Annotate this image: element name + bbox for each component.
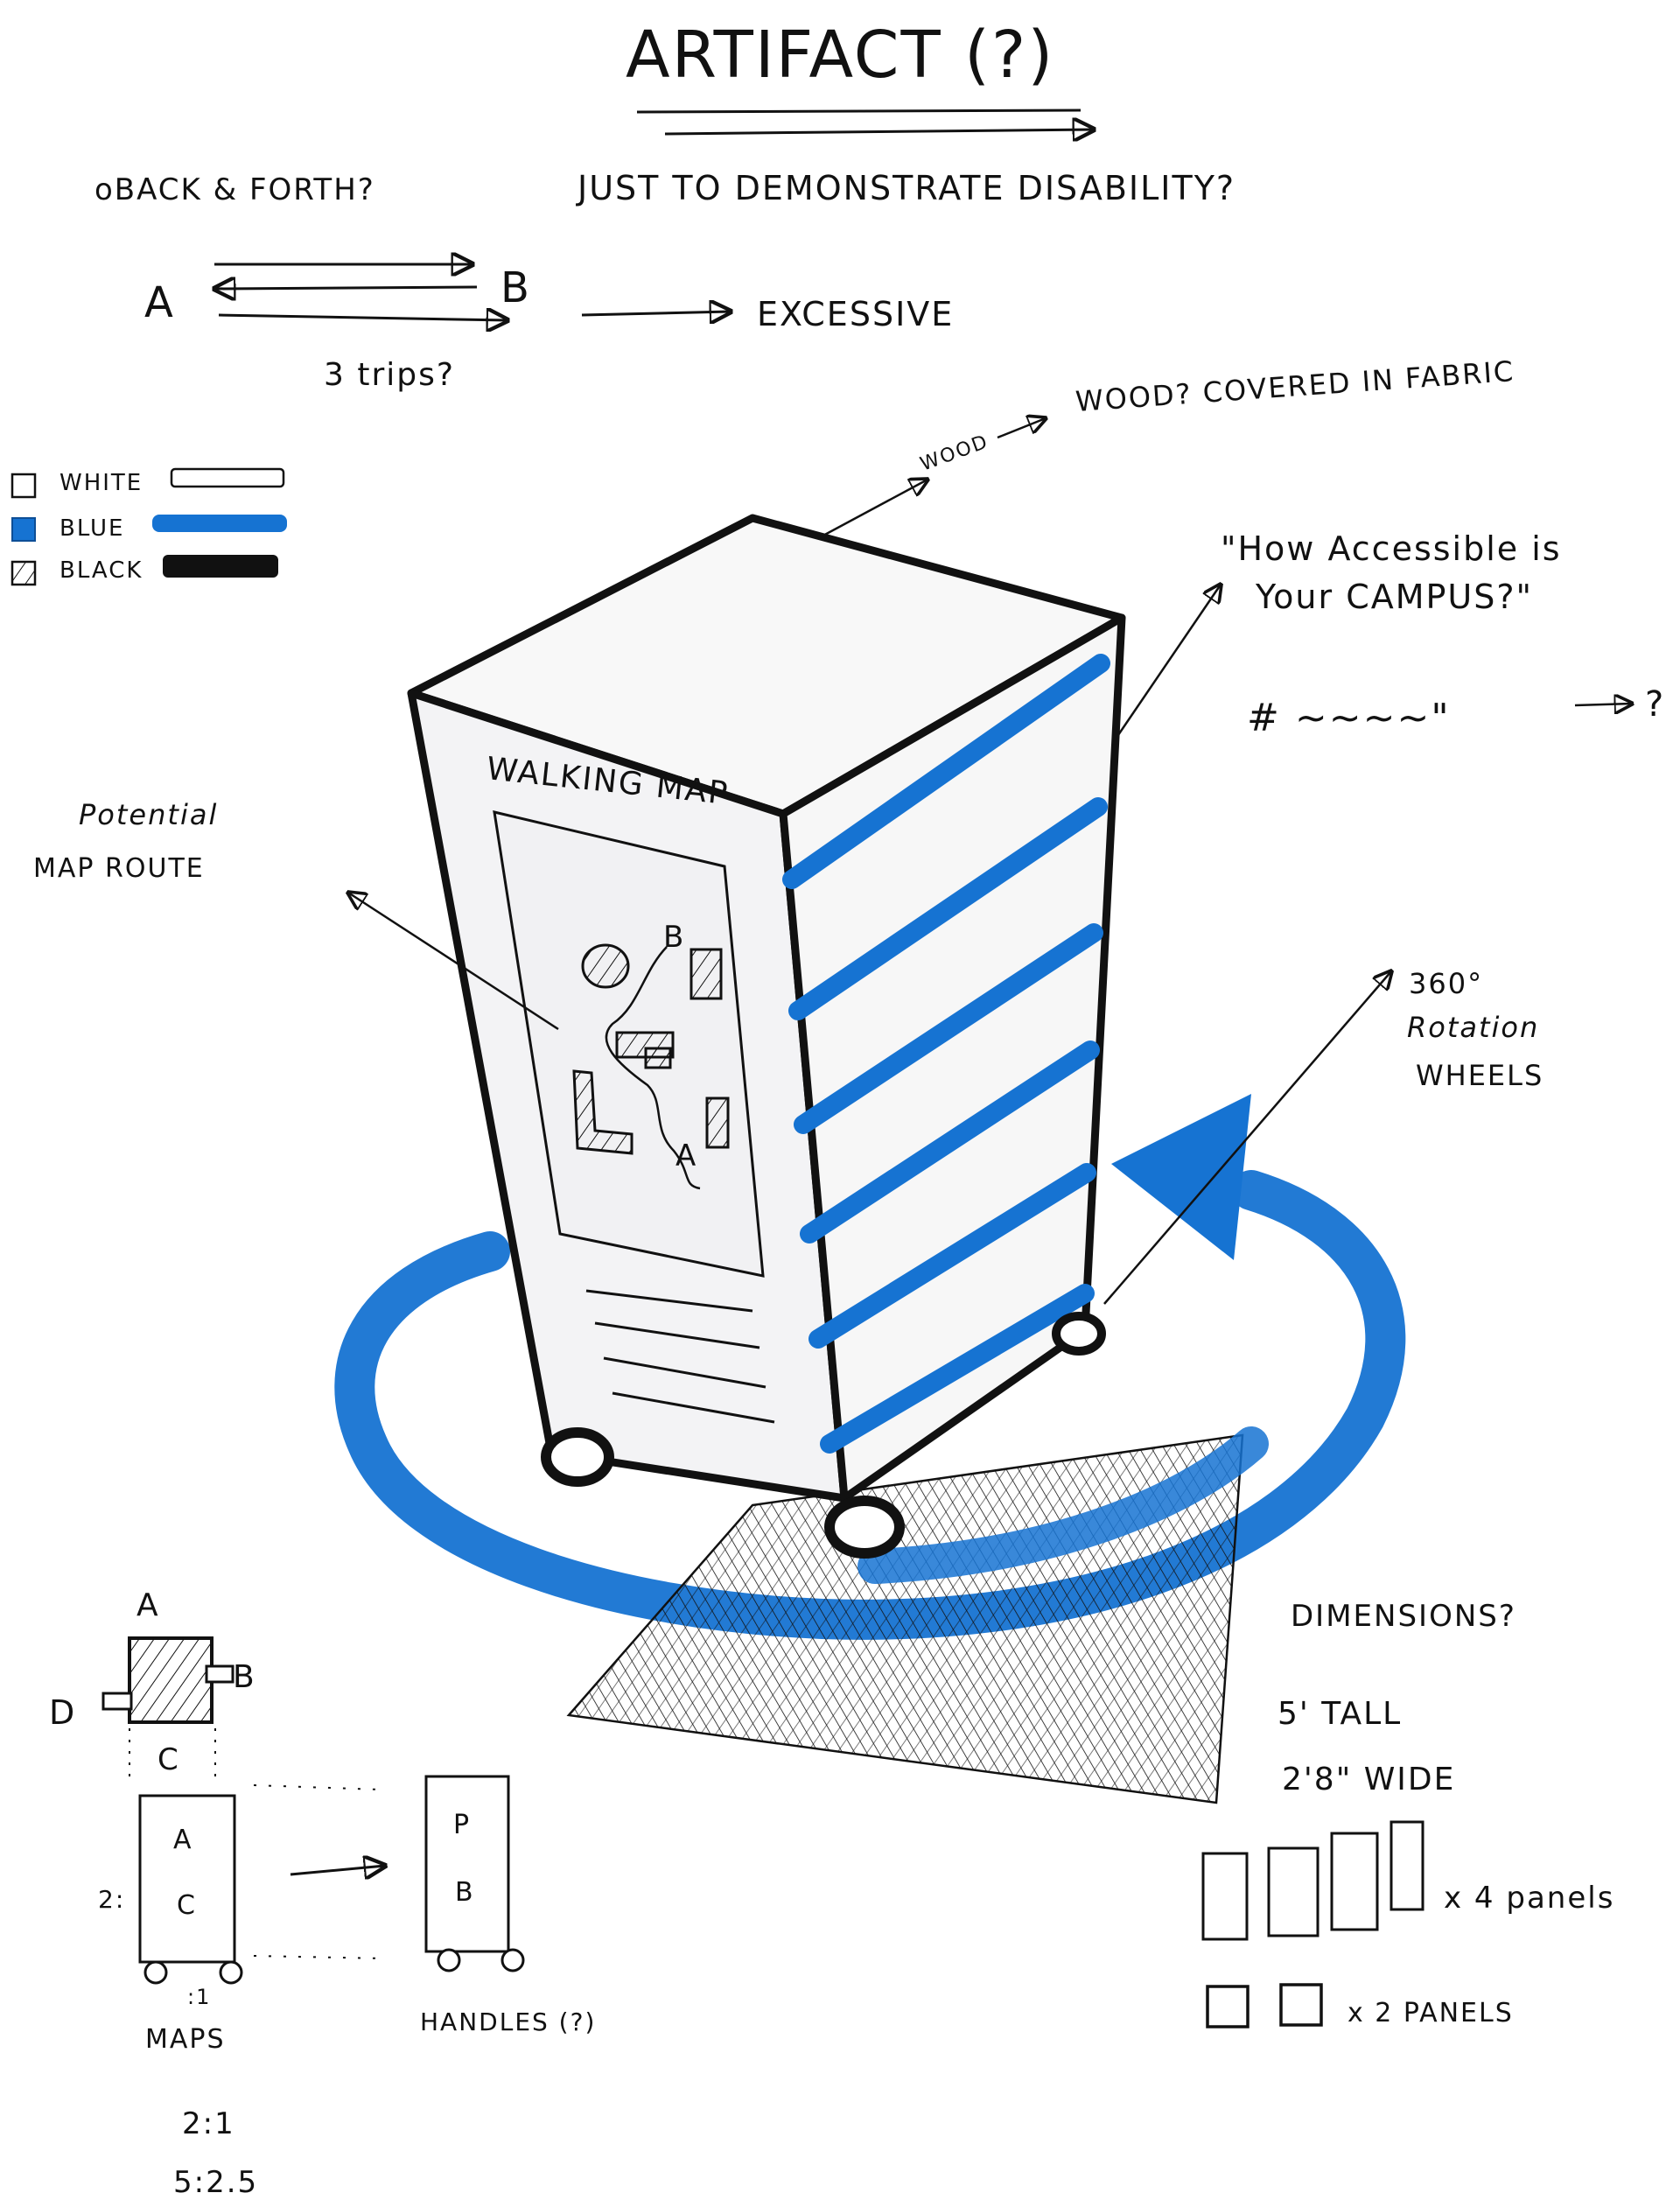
- note-trips: 3 trips?: [324, 357, 455, 393]
- dimensions-wide: 2'8" WIDE: [1282, 1762, 1455, 1797]
- plan-ratio-2: 5:2.5: [173, 2165, 258, 2200]
- color-legend: WHITE BLUE BLACK: [10, 467, 287, 586]
- plan-box-handles-wheel-left: [437, 1948, 461, 1972]
- hashtag-end: ?: [1645, 684, 1665, 725]
- plan-ratio-side: 2:: [98, 1885, 125, 1914]
- plan-ratio-1: 2:1: [182, 2106, 235, 2141]
- trip-arrow-3: [218, 315, 508, 320]
- wheel-back-right: [1052, 1312, 1106, 1356]
- plan-box-handles-wheel-right: [500, 1948, 525, 1972]
- plan-box-maps-wheel-left: [144, 1960, 168, 1985]
- note-wood-fabric: WOOD? COVERED IN FABRIC: [1074, 354, 1516, 418]
- legend-blue-swatch: [11, 517, 36, 542]
- plan-box-maps-bottom: C: [177, 1890, 197, 1921]
- legend-black-stroke: [163, 555, 278, 578]
- legend-blue-stroke: [152, 515, 287, 532]
- note-demonstrate: JUST TO DEMONSTRATE DISABILITY?: [576, 169, 1236, 207]
- hashtag: # ~~~~": [1247, 696, 1451, 740]
- dimensions-block: DIMENSIONS? 5' TALL 2'8" WIDE x 4 panels…: [1201, 1599, 1614, 2028]
- wood-arrow-2: [997, 418, 1046, 439]
- legend-white-label: WHITE: [60, 470, 143, 496]
- plan-box-handles-top: P: [453, 1810, 471, 1840]
- label-wood: WOOD: [918, 431, 992, 475]
- panel-4: [1390, 1820, 1424, 1911]
- title-underline: [636, 109, 1082, 114]
- wheels-label-line-3: WHEELS: [1416, 1059, 1544, 1092]
- plan-guide-3: [253, 1784, 382, 1790]
- note-back-forth: oBACK & FORTH?: [94, 172, 375, 207]
- map-building-small: [644, 1047, 672, 1069]
- plan-maps-label: MAPS: [145, 2024, 226, 2055]
- rotation-arrowhead: [1111, 1094, 1251, 1260]
- plan-ratio-under: :1: [187, 1985, 211, 2009]
- diagram-point-b: B: [500, 263, 531, 312]
- kiosk-side-stripes: [782, 654, 1110, 1454]
- wheels-label-line-2: Rotation: [1407, 1011, 1539, 1044]
- route-label-arrow: [348, 893, 559, 1031]
- page-title: ARTIFACT (?): [626, 18, 1054, 93]
- map-point-b: B: [663, 920, 685, 955]
- dimensions-panels-4: x 4 panels: [1444, 1881, 1614, 1916]
- panel-small-1: [1206, 1985, 1250, 2028]
- plan-top-a: A: [136, 1587, 160, 1623]
- hashtag-arrow: [1574, 704, 1632, 705]
- plan-transform-arrow: [290, 1866, 385, 1874]
- legend-blue-label: BLUE: [60, 515, 125, 542]
- ring-front-over-mat: [858, 1426, 1269, 1584]
- dimensions-heading: DIMENSIONS?: [1291, 1599, 1516, 1634]
- wheels-label-arrow: [1103, 971, 1391, 1305]
- plan-guide-4: [253, 1955, 386, 1959]
- plan-box-handles-bottom: B: [455, 1877, 475, 1908]
- map-building-i: [690, 948, 723, 1000]
- dimensions-tall: 5' TALL: [1278, 1696, 1402, 1732]
- quote-line-1: "How Accessible is: [1221, 529, 1562, 568]
- plan-box-handles: [424, 1775, 510, 1953]
- panel-1: [1201, 1852, 1249, 1941]
- plan-top-handle-left: [102, 1692, 133, 1711]
- map-building-right: [705, 1096, 730, 1149]
- panel-3: [1330, 1832, 1379, 1931]
- legend-black-label: BLACK: [60, 557, 143, 584]
- legend-black-swatch: [10, 560, 37, 586]
- dimensions-panels-2: x 2 PANELS: [1348, 1998, 1514, 2028]
- map-point-a: A: [676, 1139, 697, 1174]
- panel-small-2: [1279, 1983, 1323, 2027]
- floor-mat-shade: [569, 1435, 1242, 1803]
- panel-2: [1267, 1846, 1320, 1937]
- kiosk-vent-lines: [585, 1289, 775, 1424]
- plan-box-maps-top: A: [173, 1825, 193, 1855]
- route-label-line-2: MAP ROUTE: [33, 853, 205, 884]
- map-building-l: [572, 1069, 634, 1155]
- map-building-round: [581, 943, 630, 989]
- legend-white-swatch: [10, 473, 37, 499]
- plan-top-handle-right: [205, 1664, 234, 1684]
- wheel-front-right: [824, 1496, 905, 1559]
- plan-top-d: D: [49, 1693, 76, 1732]
- excessive-arrow: [581, 312, 731, 315]
- legend-white-stroke: [170, 467, 285, 488]
- kiosk: WALKING MAP B A: [407, 514, 1126, 1559]
- plan-top-c: C: [158, 1742, 180, 1777]
- map-route: [605, 946, 701, 1190]
- wheels-label-line-1: 360°: [1409, 967, 1483, 1000]
- plan-box-maps-wheel-right: [219, 1960, 243, 1985]
- plan-box-maps: [138, 1794, 236, 1964]
- wheel-front-left: [541, 1427, 614, 1487]
- quote-line-2: Your CAMPUS?": [1255, 578, 1533, 616]
- plan-diagram: A B D C A C 2: :1 P B MAPS HANDLES (?) 2…: [49, 1587, 596, 2200]
- title-underline-arrow: [664, 130, 1094, 134]
- plan-handles-label: HANDLES (?): [420, 2007, 596, 2036]
- plan-top-b: B: [233, 1659, 256, 1695]
- diagram-point-a: A: [144, 278, 175, 327]
- plan-top-box: [128, 1636, 214, 1724]
- trip-arrow-2: [214, 287, 478, 289]
- note-excessive: EXCESSIVE: [757, 295, 954, 333]
- route-label-line-1: Potential: [79, 798, 218, 831]
